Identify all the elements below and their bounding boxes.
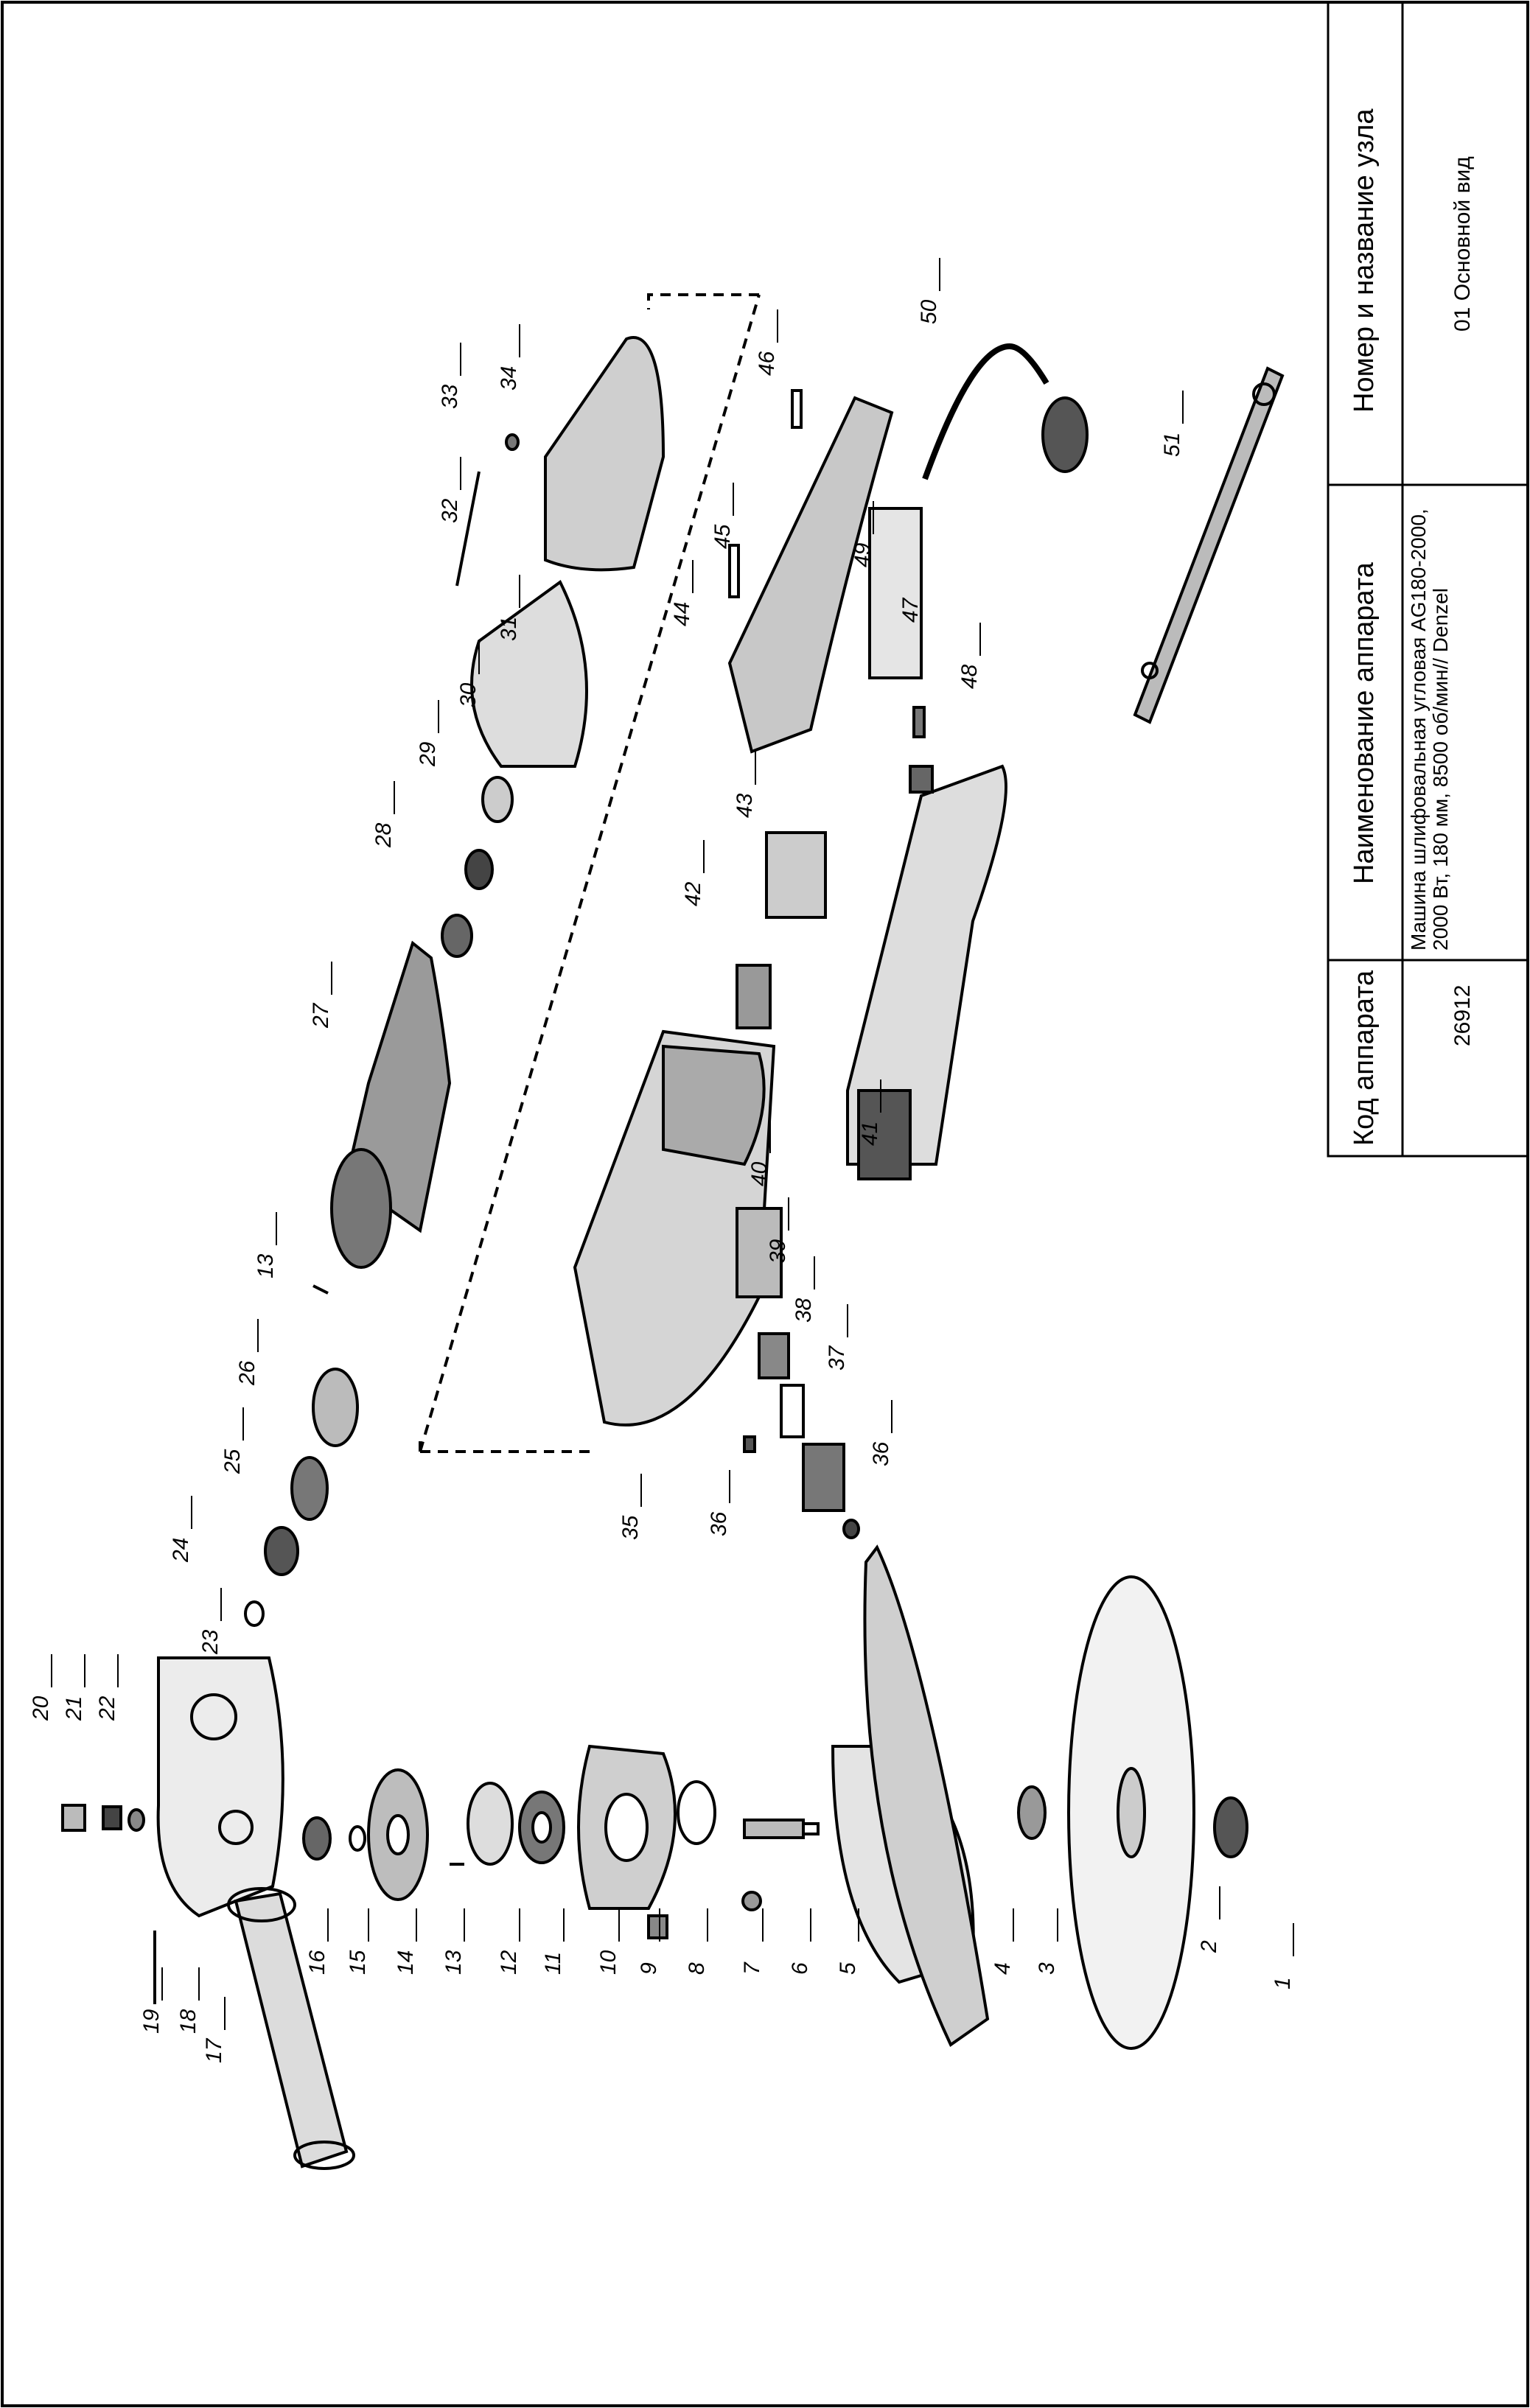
part-label-p35: 35: [618, 1515, 643, 1540]
part-label-p49: 49: [850, 542, 875, 567]
code-header: Код аппарата: [1349, 970, 1380, 1146]
name-value: Машина шлифовальная угловая AG180-2000, …: [1407, 508, 1452, 951]
part-label-p36a: 36: [707, 1511, 731, 1536]
part-label-p8: 8: [685, 1962, 709, 1975]
part-label-p12: 12: [497, 1950, 521, 1975]
part-label-p5: 5: [836, 1962, 860, 1975]
part-label-p22: 22: [95, 1695, 119, 1721]
part-label-p36b: 36: [869, 1441, 893, 1466]
part-label-p16: 16: [305, 1950, 329, 1975]
part-label-p6: 6: [788, 1962, 812, 1975]
part-label-p17: 17: [202, 2037, 226, 2063]
part-label-p30: 30: [456, 682, 481, 707]
part-label-p28: 28: [371, 822, 396, 848]
part-label-p23: 23: [198, 1629, 223, 1655]
part-label-p41: 41: [858, 1121, 882, 1146]
part-label-p51: 51: [1160, 433, 1184, 457]
part-label-p32: 32: [438, 498, 462, 523]
part-label-p45: 45: [710, 524, 735, 549]
part-label-p34: 34: [497, 366, 521, 391]
part-label-p3: 3: [1035, 1962, 1059, 1975]
part-label-p42: 42: [681, 881, 705, 906]
part-label-p27: 27: [309, 1002, 333, 1029]
part-label-p19: 19: [139, 2009, 164, 2034]
part-label-p31: 31: [497, 617, 521, 641]
part-label-p50: 50: [917, 299, 941, 324]
part-label-p39: 39: [766, 1239, 790, 1264]
node-header: Номер и название узла: [1349, 108, 1380, 413]
title-block-grid: [1327, 1, 1529, 1158]
part-label-p24: 24: [169, 1538, 193, 1563]
part-label-p44: 44: [670, 602, 694, 626]
part-label-p9: 9: [637, 1962, 661, 1975]
handle-cover-shape: [727, 396, 894, 754]
parts-shapes: [61, 293, 1285, 2170]
part-label-p47: 47: [898, 597, 923, 623]
part-label-p21: 21: [62, 1696, 86, 1721]
part-label-p13b: 13: [254, 1253, 278, 1278]
part-label-p48: 48: [957, 664, 982, 689]
node-value: 01 Основной вид: [1450, 156, 1475, 332]
stator-shape: [544, 336, 666, 572]
gear-housing-shape: [156, 1656, 284, 1918]
part-label-p29: 29: [416, 741, 440, 767]
part-label-p33: 33: [438, 384, 462, 409]
part-label-p15: 15: [346, 1950, 370, 1975]
part-label-p4: 4: [991, 1962, 1015, 1975]
part-label-p37: 37: [825, 1345, 849, 1371]
part-label-p14: 14: [394, 1950, 418, 1975]
part-label-p20: 20: [29, 1695, 53, 1721]
part-label-p43: 43: [733, 793, 757, 818]
part-label-p46: 46: [755, 351, 779, 376]
part-label-p7: 7: [740, 1961, 764, 1975]
part-label-p40: 40: [747, 1161, 772, 1186]
part-label-p25: 25: [220, 1449, 245, 1474]
part-label-p13a: 13: [441, 1950, 466, 1975]
part-label-p18: 18: [176, 2009, 200, 2034]
side-handle-shape: [234, 1891, 349, 2169]
part-label-p11: 11: [541, 1952, 565, 1975]
part-label-p2: 2: [1197, 1940, 1221, 1953]
part-label-p1: 1: [1271, 1977, 1295, 1989]
wrench-shape: [1133, 366, 1285, 724]
rear-handle-shape: [846, 764, 1007, 1166]
part-label-p26: 26: [235, 1360, 259, 1386]
part-label-p38: 38: [792, 1298, 816, 1323]
part-label-p10: 10: [596, 1950, 621, 1975]
code-value: 26912: [1450, 984, 1475, 1046]
name-header: Наименование аппарата: [1349, 562, 1380, 884]
